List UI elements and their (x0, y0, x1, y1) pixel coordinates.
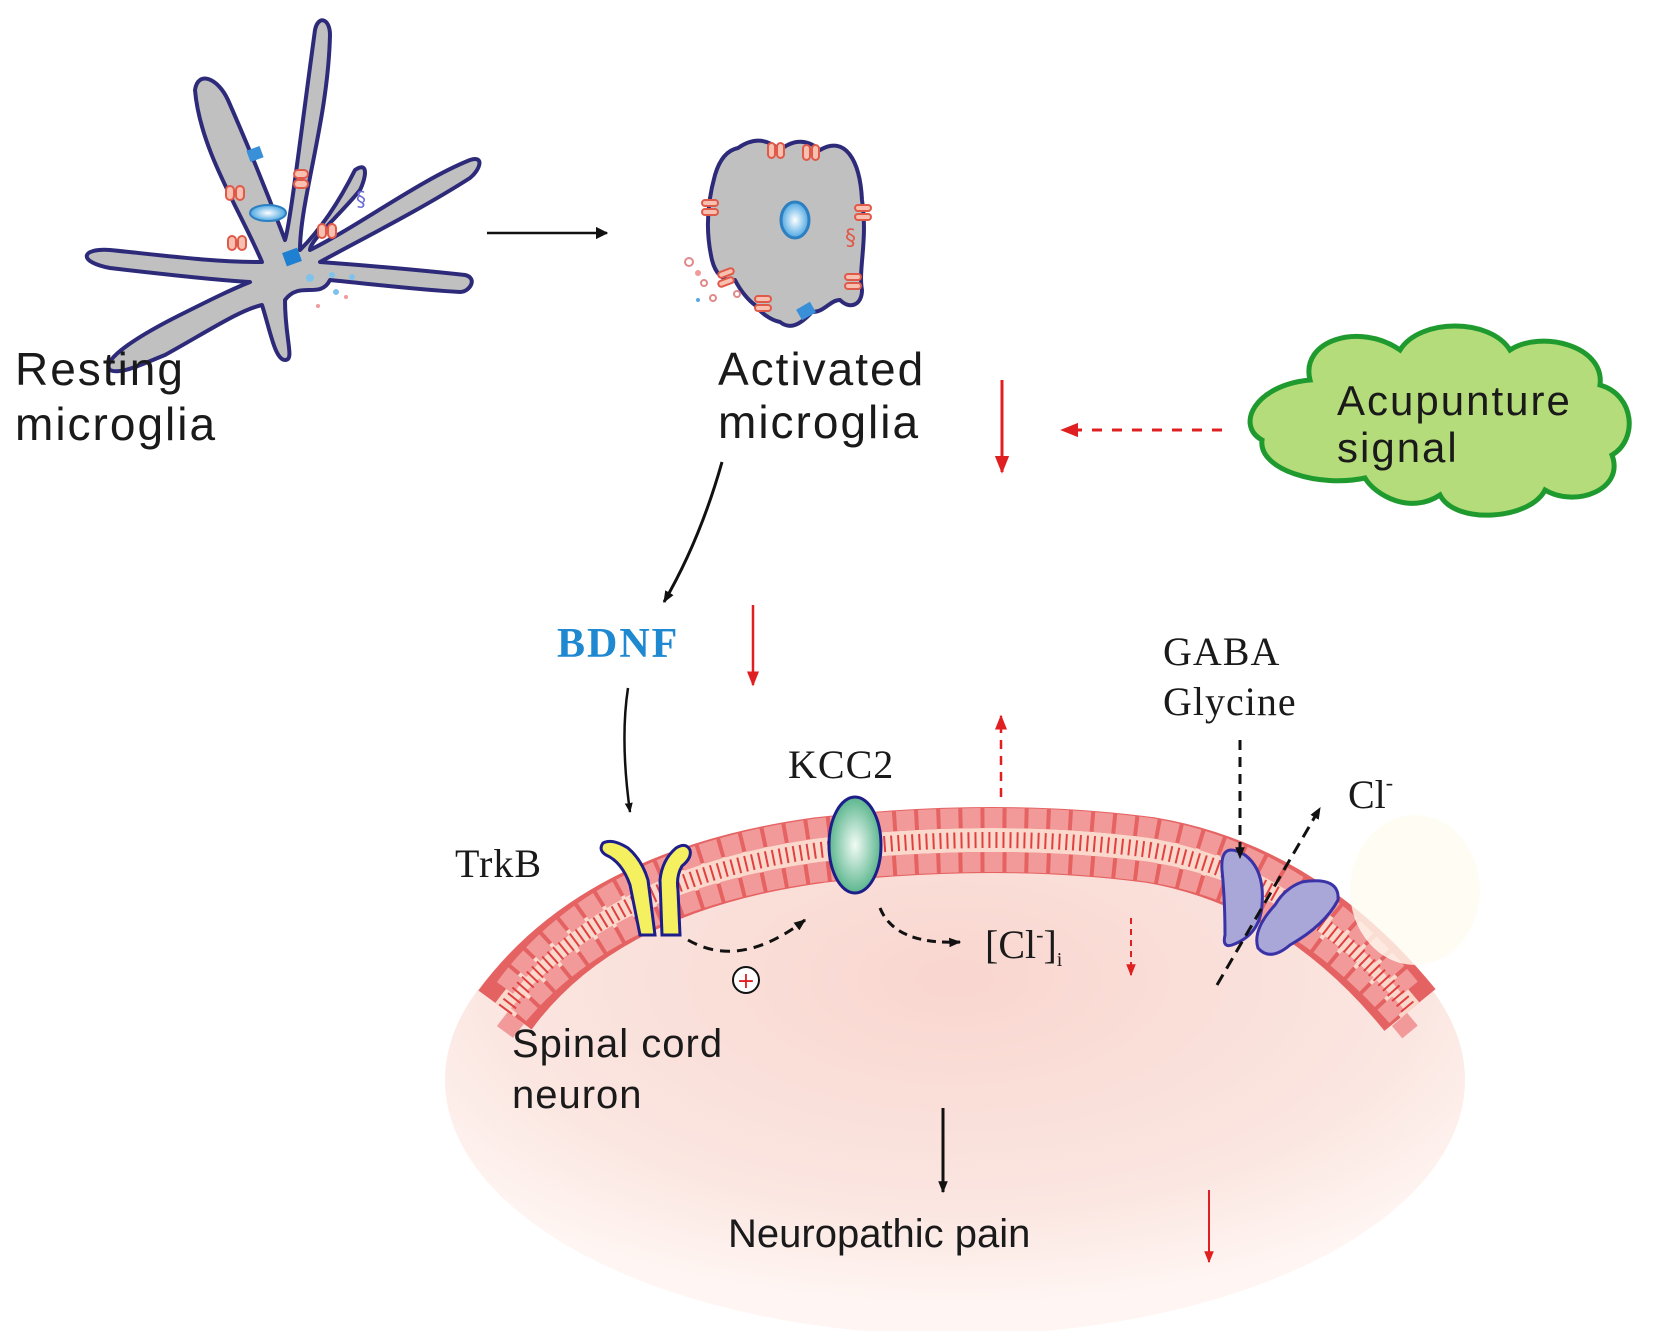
acupuncture-signal-cloud (1247, 323, 1632, 518)
activated-blue-receptor (796, 301, 816, 321)
activated-nucleus (779, 200, 811, 240)
trkb-receptor (599, 839, 692, 937)
chloride-open: [Cl (985, 922, 1036, 967)
bdnf-label: BDNF (557, 621, 679, 667)
neuropathic-pain-label: Neuropathic pain (728, 1212, 1030, 1256)
chloride-close: ] (1043, 922, 1056, 967)
background-blob (1350, 815, 1480, 965)
chloride-charge: - (1036, 922, 1043, 947)
resting-released-vesicles (306, 272, 355, 308)
acupuncture-signal-label-line2: signal (1337, 424, 1459, 471)
resting-microglia-label-line1: Resting (15, 343, 185, 395)
gaba-glycine-receptor (1220, 848, 1340, 956)
kcc2-transporter (827, 795, 883, 895)
resting-receptors (225, 169, 337, 251)
activated-microglia-cell: § (684, 138, 872, 328)
activated-receptors (701, 142, 872, 312)
chloride-efflux-arrow (1215, 806, 1322, 986)
activated-spiral-receptor: § (845, 226, 856, 251)
kcc2-label: KCC2 (788, 742, 894, 787)
positive-regulation-icon: + (732, 966, 760, 994)
activated-microglia-label-line2: microglia (718, 396, 920, 448)
glycine-label: Glycine (1163, 679, 1297, 724)
activated-microglia-label-line1: Activated (718, 343, 925, 395)
resting-blue-receptor-2 (282, 247, 302, 267)
trkb-label: TrkB (455, 841, 542, 886)
bdnf-to-trkb-arrow (623, 687, 633, 813)
resting-blue-receptor-1 (246, 145, 264, 163)
resting-microglia-label-line2: microglia (15, 398, 217, 450)
chloride-ion-charge: - (1386, 770, 1393, 795)
resting-nucleus (249, 204, 287, 222)
chloride-ion-label: Cl- (1348, 770, 1393, 817)
acupuncture-signal-label-line1: Acupunture (1337, 377, 1572, 424)
chloride-ion-symbol: Cl (1348, 772, 1386, 817)
resting-spiral-receptor: § (356, 187, 366, 211)
activated-released-vesicles (684, 257, 741, 302)
spinal-cord-neuron-label-line2: neuron (512, 1073, 643, 1117)
intracellular-chloride-label: [Cl-]i (985, 922, 1063, 971)
chloride-subscript: i (1057, 949, 1063, 971)
resting-microglia-cell: § (84, 18, 482, 374)
trkb-to-kcc2-arrow (687, 918, 806, 953)
spinal-cord-neuron-label-line1: Spinal cord (512, 1022, 723, 1066)
microglia-to-bdnf-arrow (662, 461, 724, 604)
plus-sign: + (737, 969, 755, 994)
gaba-label: GABA (1163, 629, 1280, 674)
kcc2-to-chloride-arrow (878, 907, 962, 948)
